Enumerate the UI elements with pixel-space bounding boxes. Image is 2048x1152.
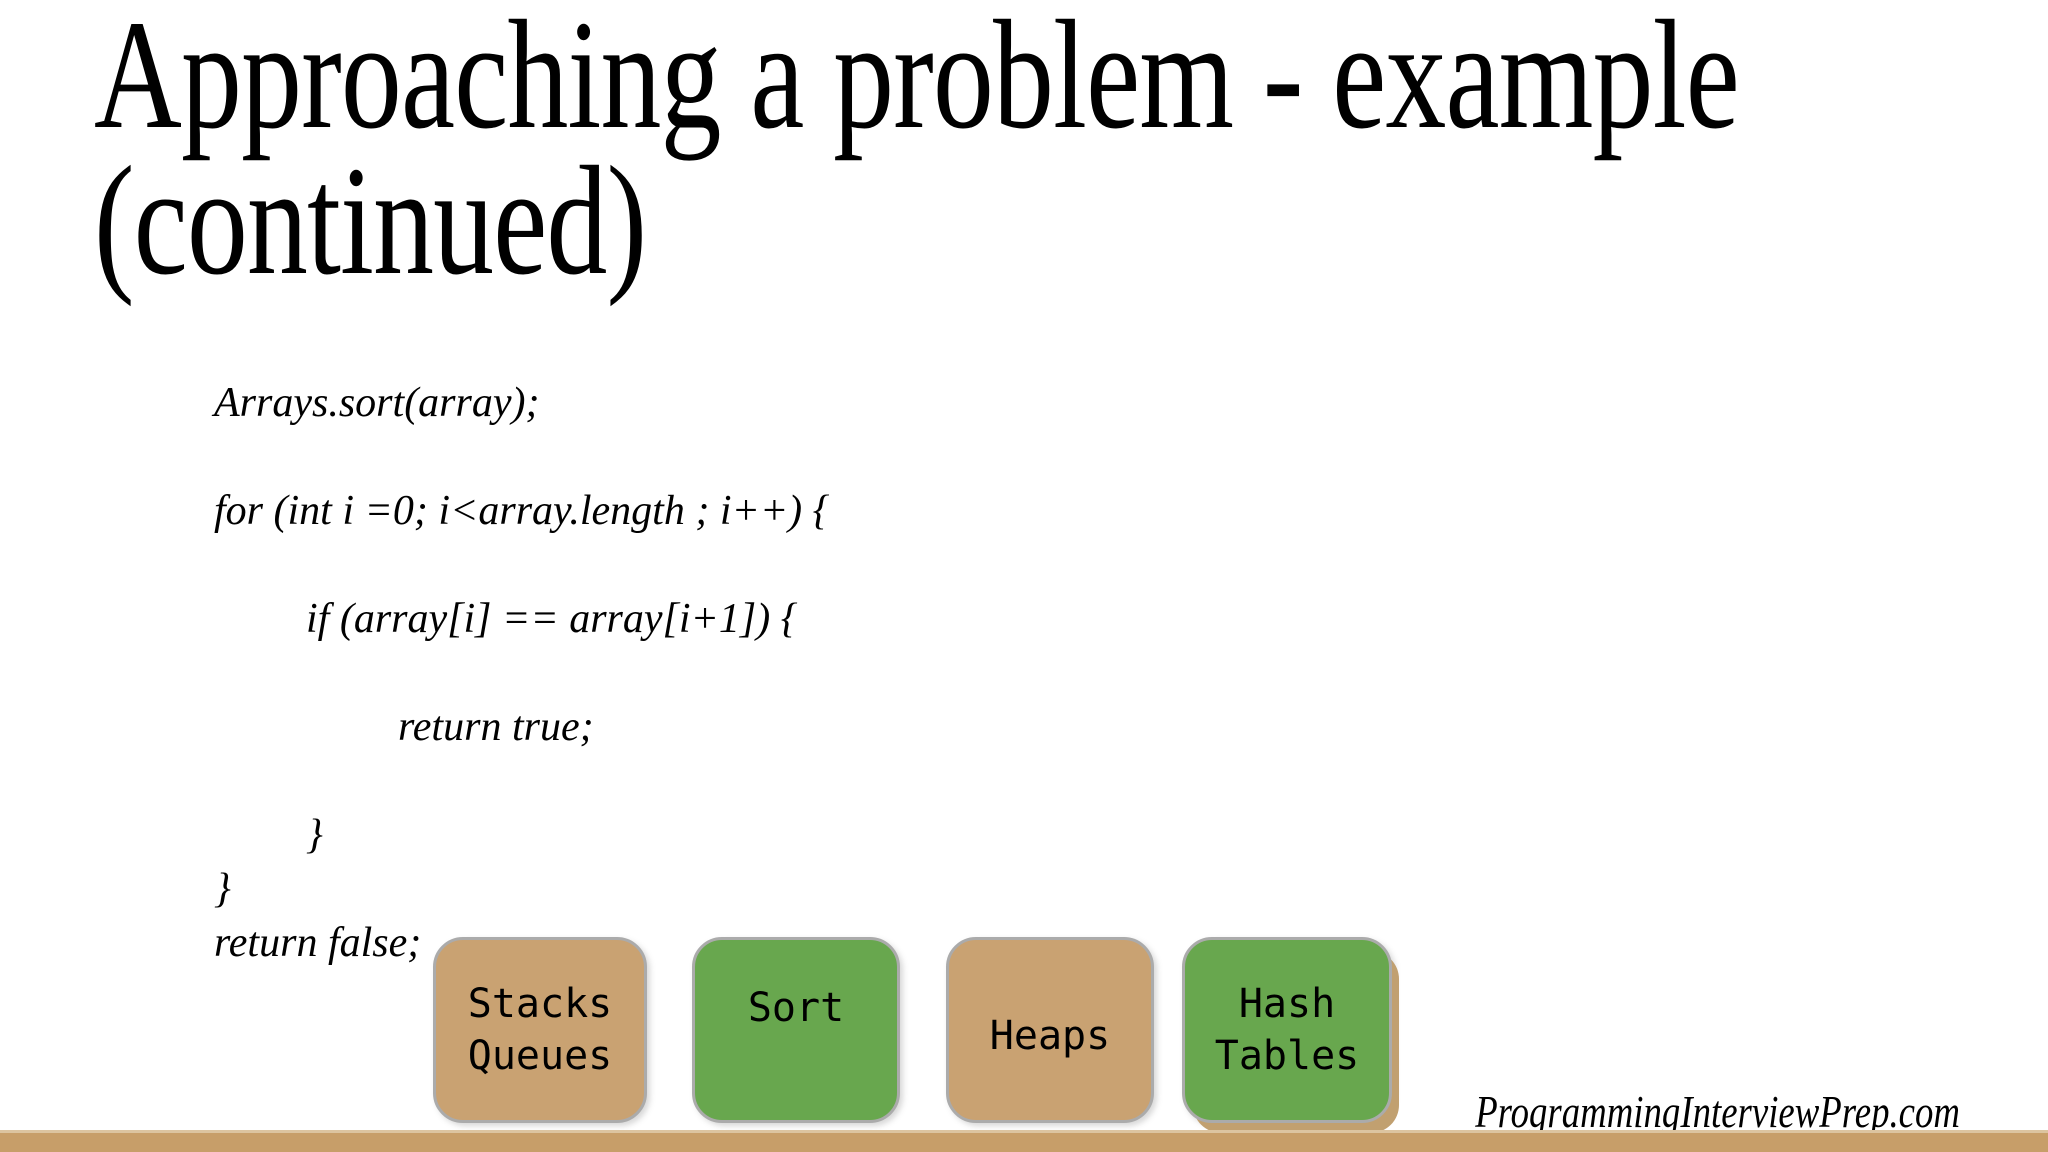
code-line: return false; [214,920,422,966]
code-block: Arrays.sort(array); for (int i =0; i<arr… [214,376,829,970]
code-line [214,754,829,808]
bottom-accent-bar [0,1130,2048,1152]
code-line [214,430,829,484]
code-line: return true; [398,704,594,750]
code-line [214,646,829,700]
slide-title-line2: (continued) [94,134,647,307]
topic-box-label: Heaps [989,1013,1111,1059]
code-line: } [306,812,323,858]
code-line [214,538,829,592]
topic-box-label: Sort [747,985,845,1031]
code-line: if (array[i] == array[i+1]) { [306,596,798,642]
code-line: Arrays.sort(array); [214,380,540,426]
topic-box-sort: Sort [692,937,900,1123]
code-line: } [214,866,231,912]
slide-title: Approaching a problem - example (continu… [94,0,2048,307]
topic-box-heaps: Heaps [946,937,1154,1123]
footer-website-text: ProgrammingInterviewPrep.com [1475,1086,1960,1137]
slide-title-line1: Approaching a problem - example [94,0,1740,161]
code-line: for (int i =0; i<array.length ; i++) { [214,488,830,534]
